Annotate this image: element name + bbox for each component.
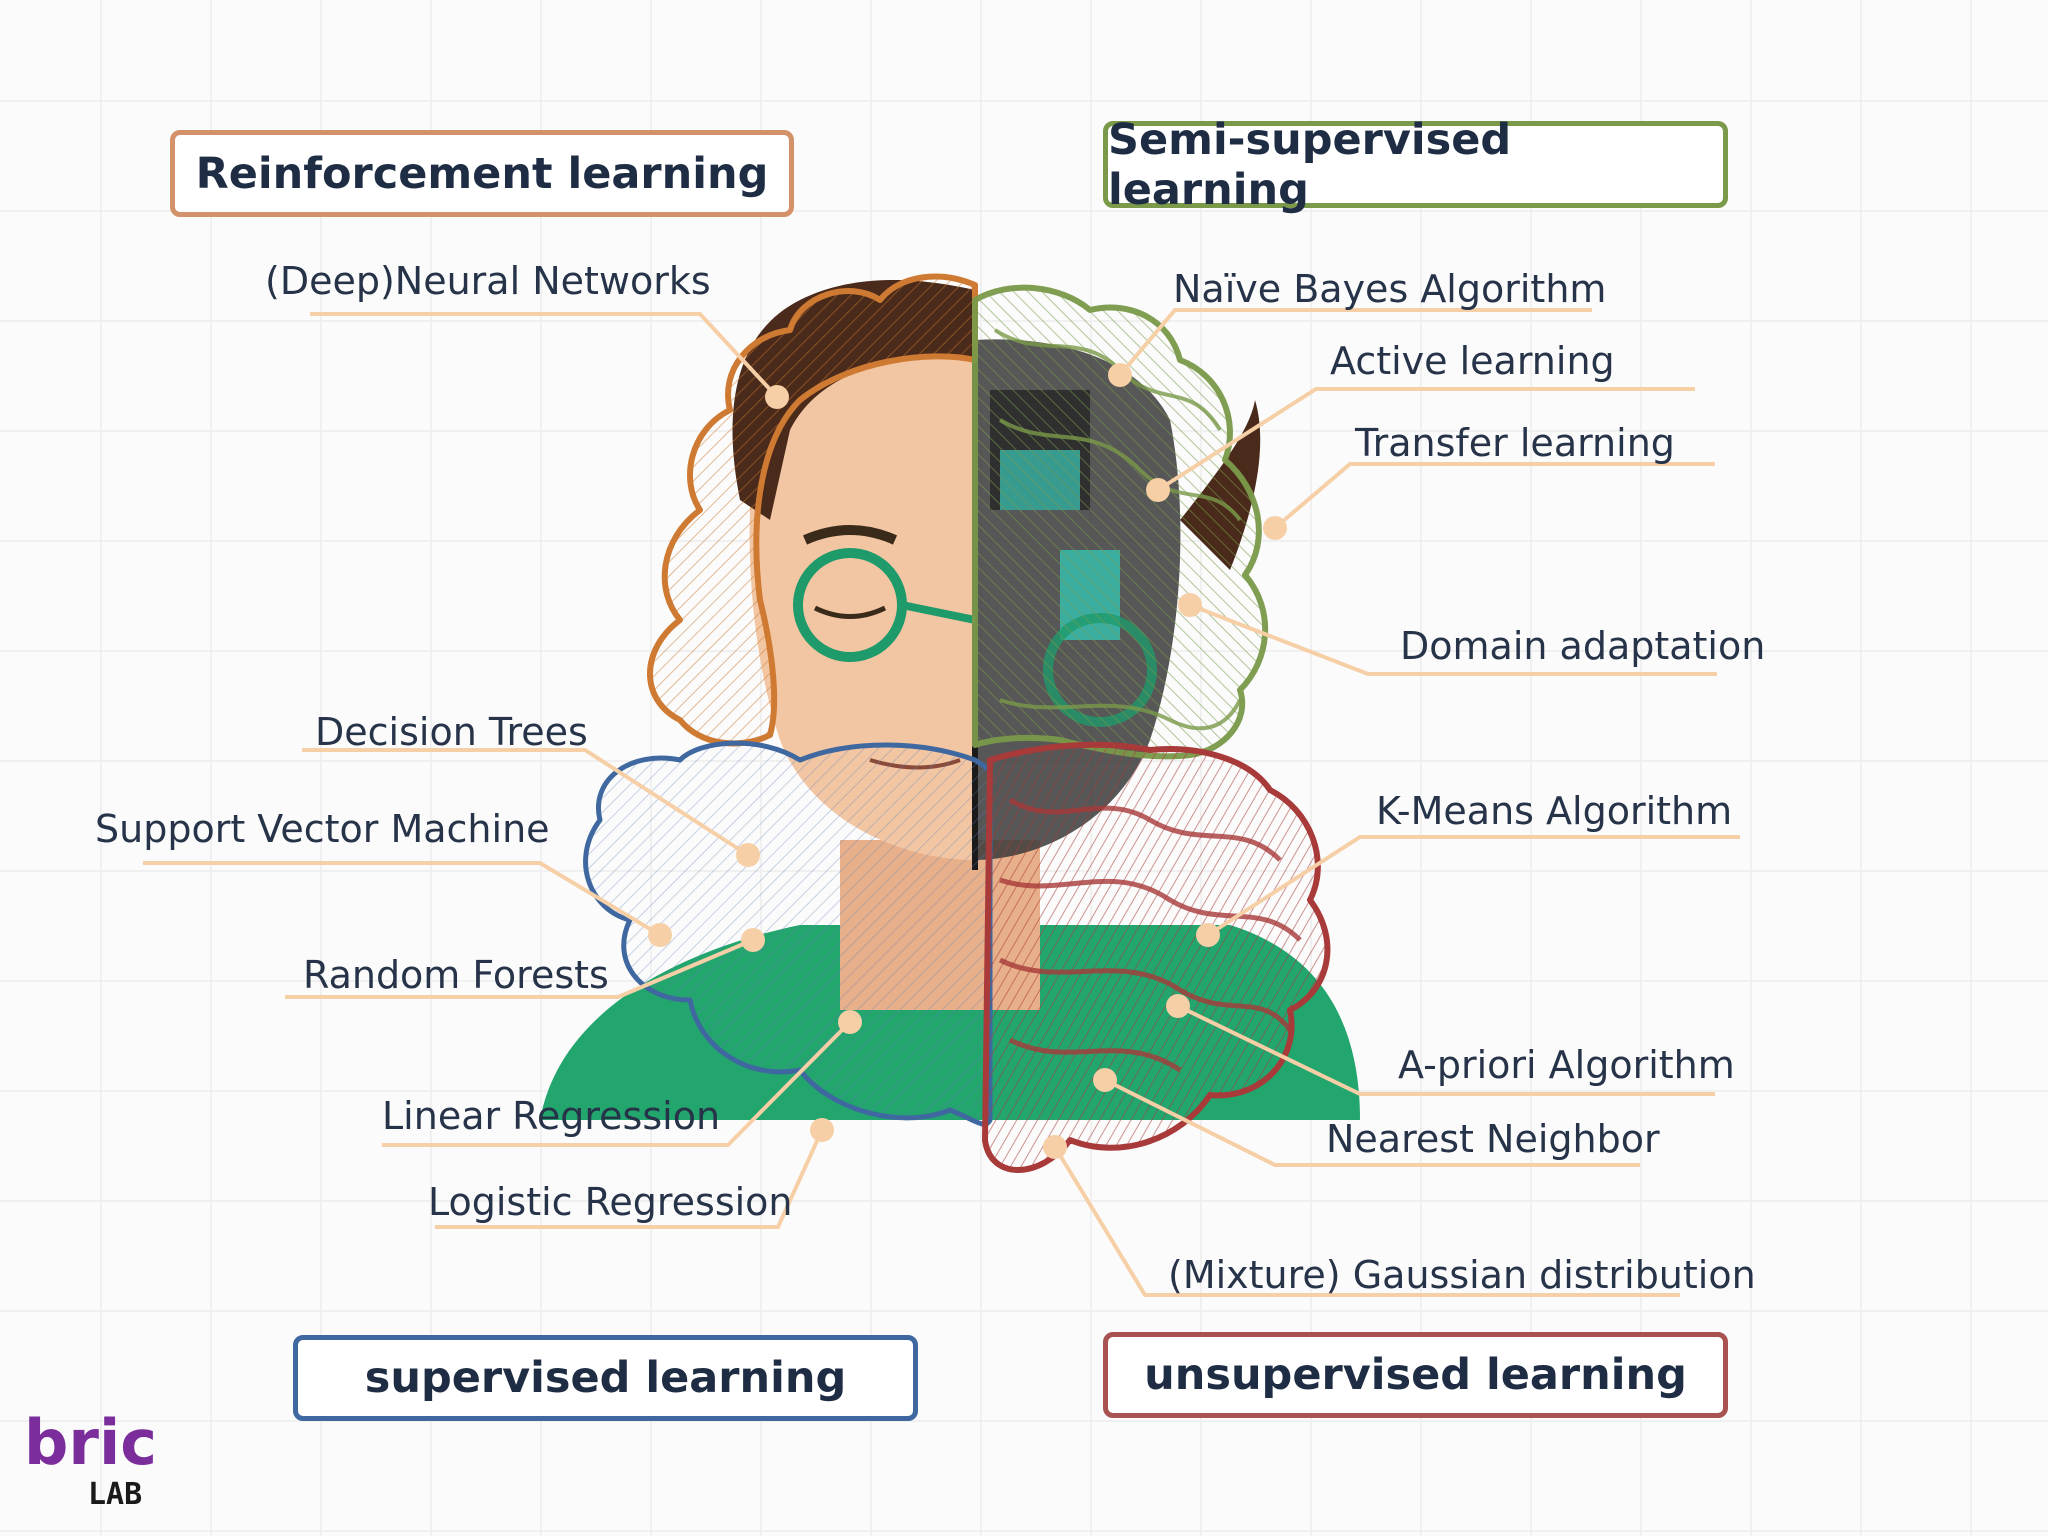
reinforcement-learning-box: Reinforcement learning bbox=[170, 130, 794, 217]
leader-neural-networks bbox=[310, 312, 779, 399]
label-nearest-neighbor: Nearest Neighbor bbox=[1326, 1117, 1660, 1161]
leader-random-forests bbox=[285, 938, 754, 999]
label-linear-regression: Linear Regression bbox=[382, 1094, 721, 1138]
brain-lobe-semi-supervised bbox=[972, 284, 1268, 760]
brain-lobe-supervised bbox=[583, 740, 993, 1127]
leader-gaussian bbox=[1053, 1145, 1680, 1297]
logo-text-top: bric bbox=[24, 1412, 157, 1479]
face-left bbox=[749, 339, 975, 860]
leader-domain-adaptation bbox=[1189, 603, 1717, 676]
bric-lab-logo: bric LAB bbox=[24, 1412, 157, 1512]
leader-transfer-learning bbox=[1273, 462, 1715, 530]
leader-nearest-neighbor bbox=[1104, 1078, 1640, 1167]
unsupervised-learning-box: unsupervised learning bbox=[1103, 1332, 1728, 1418]
leader-active-learning bbox=[1156, 387, 1695, 492]
label-active-learning: Active learning bbox=[1330, 339, 1615, 383]
label-support-vector-machine: Support Vector Machine bbox=[95, 807, 550, 851]
brain-lobe-reinforcement bbox=[647, 273, 978, 747]
leader-k-means bbox=[1206, 835, 1740, 937]
label-a-priori: A-priori Algorithm bbox=[1398, 1043, 1735, 1087]
label-domain-adaptation: Domain adaptation bbox=[1400, 624, 1766, 668]
logo-text-bottom: LAB bbox=[88, 1477, 142, 1512]
label-decision-trees: Decision Trees bbox=[315, 710, 588, 754]
label-k-means: K-Means Algorithm bbox=[1376, 789, 1733, 833]
leader-svm bbox=[143, 861, 662, 937]
label-gaussian-distribution: (Mixture) Gaussian distribution bbox=[1168, 1253, 1756, 1297]
leader-linear-regression bbox=[382, 1020, 852, 1147]
label-random-forests: Random Forests bbox=[303, 953, 609, 997]
label-naive-bayes: Naïve Bayes Algorithm bbox=[1173, 267, 1607, 311]
leader-logistic-regression bbox=[435, 1129, 824, 1229]
label-transfer-learning: Transfer learning bbox=[1355, 421, 1675, 465]
label-neural-networks: (Deep)Neural Networks bbox=[265, 259, 711, 303]
leader-a-priori bbox=[1177, 1004, 1715, 1096]
supervised-learning-box: supervised learning bbox=[293, 1335, 918, 1421]
leader-decision-trees bbox=[302, 748, 750, 857]
leader-naive-bayes bbox=[1118, 308, 1592, 377]
semi-supervised-learning-box: Semi-supervised learning bbox=[1103, 115, 1728, 215]
label-logistic-regression: Logistic Regression bbox=[428, 1180, 793, 1224]
brain-lobe-unsupervised bbox=[982, 741, 1331, 1173]
